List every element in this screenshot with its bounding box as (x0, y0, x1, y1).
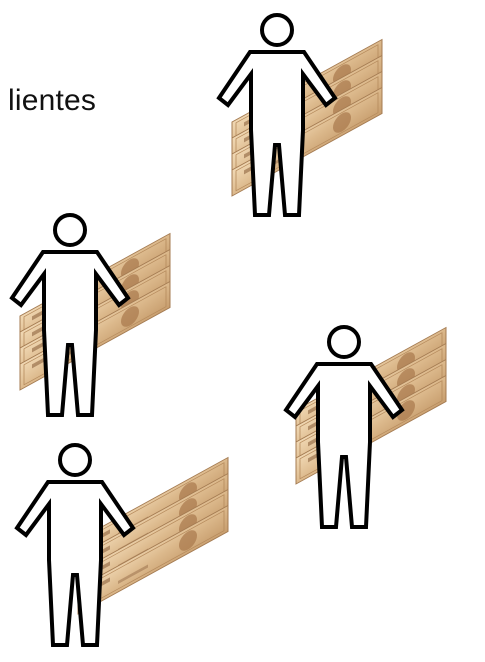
client-figure-4 (17, 445, 228, 645)
client-figure-1 (219, 15, 382, 215)
client-figure-3 (286, 327, 446, 527)
client-figure-2 (12, 215, 170, 415)
